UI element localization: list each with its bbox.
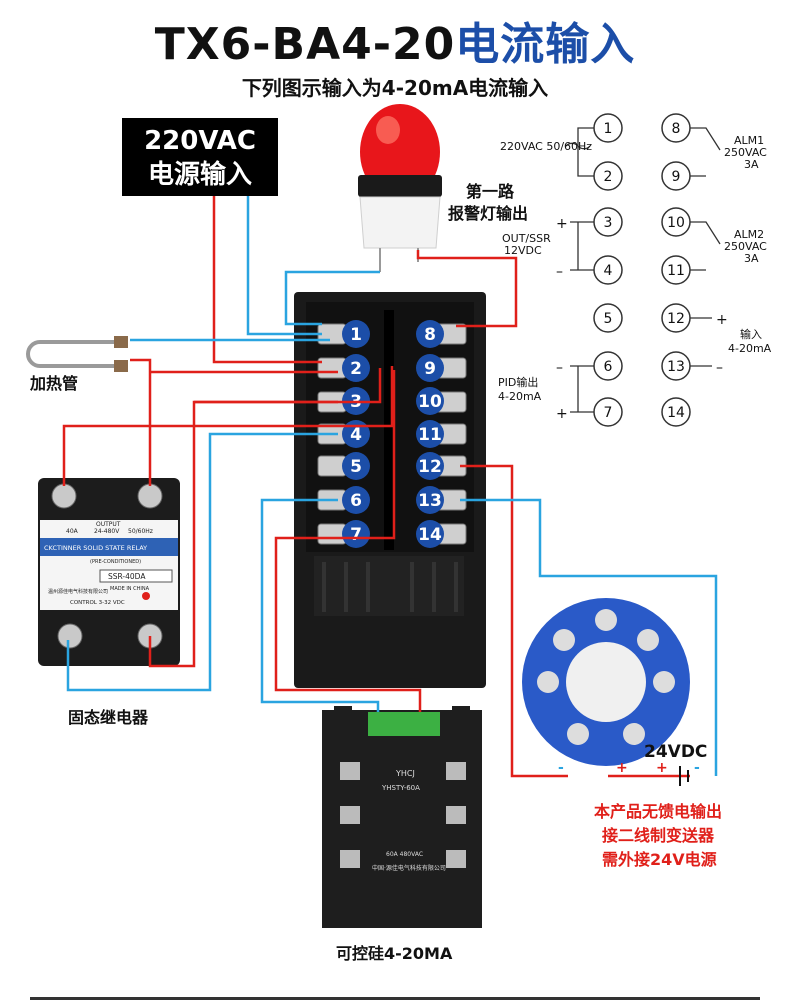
red-wires bbox=[62, 196, 690, 778]
terminal-numbers bbox=[342, 320, 444, 548]
ssr-maker: 温州源佳电气科技有限公司 bbox=[48, 588, 108, 595]
legend-pin-4: 4 bbox=[604, 263, 613, 279]
power-input-box: 220VAC 电源输入 bbox=[122, 118, 278, 196]
pin-legend bbox=[593, 113, 691, 427]
terminal-10-label: 10 bbox=[418, 392, 442, 412]
ssr-model: SSR-40DA bbox=[108, 572, 146, 581]
transmitter-note-2: 接二线制变送器 bbox=[602, 826, 715, 845]
power-label: 电源输入 bbox=[147, 160, 252, 190]
alarm-light bbox=[358, 104, 442, 272]
terminal-11-label: 11 bbox=[418, 425, 442, 445]
legend-pin-5: 5 bbox=[604, 311, 613, 327]
scr-brand: YHCJ bbox=[395, 769, 415, 778]
svg-text:+: + bbox=[716, 312, 728, 328]
legend-input-range: 4-20mA bbox=[728, 342, 772, 355]
ssr-brand: CKCTINNER SOLID STATE RELAY bbox=[44, 544, 147, 552]
svg-text:–: – bbox=[716, 360, 723, 376]
heater bbox=[26, 336, 128, 372]
power-voltage: 220VAC bbox=[144, 126, 256, 156]
legend-alm1-a: 3A bbox=[744, 158, 759, 171]
terminal-5-label: 5 bbox=[350, 457, 362, 477]
legend-pin-10: 10 bbox=[667, 215, 685, 231]
terminal-2-label: 2 bbox=[350, 359, 362, 379]
svg-text:+: + bbox=[556, 406, 568, 422]
bottom-divider bbox=[30, 997, 760, 1000]
legend-pin-6: 6 bbox=[604, 359, 613, 375]
legend-pin-2: 2 bbox=[604, 169, 613, 185]
legend-pin-1: 1 bbox=[604, 121, 613, 137]
legend-alm1: ALM1 bbox=[734, 134, 764, 147]
legend-pin-3: 3 bbox=[604, 215, 613, 231]
ssr-pre: (PRE-CONDITIONED) bbox=[90, 559, 141, 565]
ssr-made: MADE IN CHINA bbox=[110, 586, 150, 592]
legend-pin-9: 9 bbox=[672, 169, 681, 185]
transmitter-note-1: 本产品无馈电输出 bbox=[594, 802, 723, 821]
transmitter-head bbox=[522, 598, 690, 766]
svg-text:-: - bbox=[694, 760, 700, 776]
alarm-label-1: 第一路 bbox=[466, 182, 515, 201]
legend-alm2: ALM2 bbox=[734, 228, 764, 241]
legend-pin-11: 11 bbox=[667, 263, 685, 279]
page-title: TX6-BA4-20电流输入 bbox=[154, 19, 636, 70]
svg-text:+: + bbox=[556, 216, 568, 232]
ssr-amp: 40A bbox=[66, 528, 79, 535]
ssr-freq: 50/60Hz bbox=[128, 528, 153, 535]
legend-alm2-spec: 250VAC bbox=[724, 240, 767, 253]
terminal-7-label: 7 bbox=[350, 525, 362, 545]
terminal-1-label: 1 bbox=[350, 325, 362, 345]
legend-pin-8: 8 bbox=[672, 121, 681, 137]
svg-text:-: - bbox=[558, 760, 564, 776]
terminal-13-label: 13 bbox=[418, 491, 442, 511]
page-subtitle: 下列图示输入为4-20mA电流输入 bbox=[241, 76, 549, 100]
svg-text:–: – bbox=[556, 360, 563, 376]
svg-text:–: – bbox=[556, 264, 563, 280]
heater-label: 加热管 bbox=[30, 374, 79, 393]
terminal-14-label: 14 bbox=[418, 525, 442, 545]
ssr-spec: 24-480V bbox=[94, 528, 120, 535]
pin-legend-lines bbox=[565, 127, 721, 413]
scr-rating: 60A 480VAC bbox=[386, 851, 423, 858]
legend-out-ssr: OUT/SSR bbox=[502, 232, 551, 245]
scr-model: YHSTY-60A bbox=[381, 784, 420, 792]
scr-maker: 中国·源佳电气科技有限公司 bbox=[372, 864, 446, 872]
terminal-number-labels: 1 2 3 4 5 6 7 8 9 10 11 12 13 14 bbox=[350, 325, 442, 545]
transmitter-voltage: 24VDC bbox=[644, 742, 708, 762]
scr-module bbox=[322, 706, 482, 928]
terminal-12-label: 12 bbox=[418, 457, 442, 477]
legend-out-12v: 12VDC bbox=[504, 244, 542, 257]
terminal-screws-right bbox=[435, 323, 467, 545]
legend-power: 220VAC 50/60Hz bbox=[500, 140, 592, 153]
legend-alm1-spec: 250VAC bbox=[724, 146, 767, 159]
terminal-6-label: 6 bbox=[350, 491, 362, 511]
legend-pid: PID输出 bbox=[498, 375, 538, 389]
legend-pin-13: 13 bbox=[667, 359, 685, 375]
ssr-label: 固态继电器 bbox=[68, 708, 149, 727]
transmitter-note-3: 需外接24V电源 bbox=[602, 850, 717, 869]
legend-pid-range: 4-20mA bbox=[498, 390, 542, 403]
legend-input: 输入 bbox=[740, 327, 762, 341]
ssr-control: CONTROL 3-32 VDC bbox=[70, 600, 125, 606]
svg-text:+: + bbox=[616, 760, 628, 776]
legend-pin-14: 14 bbox=[667, 405, 685, 421]
alarm-label-2: 报警灯输出 bbox=[448, 204, 529, 223]
terminal-8-label: 8 bbox=[424, 325, 436, 345]
svg-text:+: + bbox=[656, 760, 668, 776]
terminal-9-label: 9 bbox=[424, 359, 436, 379]
scr-label: 可控硅4-20MA bbox=[336, 944, 453, 963]
legend-pin-7: 7 bbox=[604, 405, 613, 421]
blue-wires bbox=[66, 196, 718, 776]
solid-state-relay bbox=[38, 478, 180, 666]
legend-pin-12: 12 bbox=[667, 311, 685, 327]
ssr-output: OUTPUT bbox=[96, 521, 121, 528]
terminal-4-label: 4 bbox=[350, 425, 362, 445]
legend-alm2-a: 3A bbox=[744, 252, 759, 265]
battery-symbol bbox=[679, 766, 689, 786]
